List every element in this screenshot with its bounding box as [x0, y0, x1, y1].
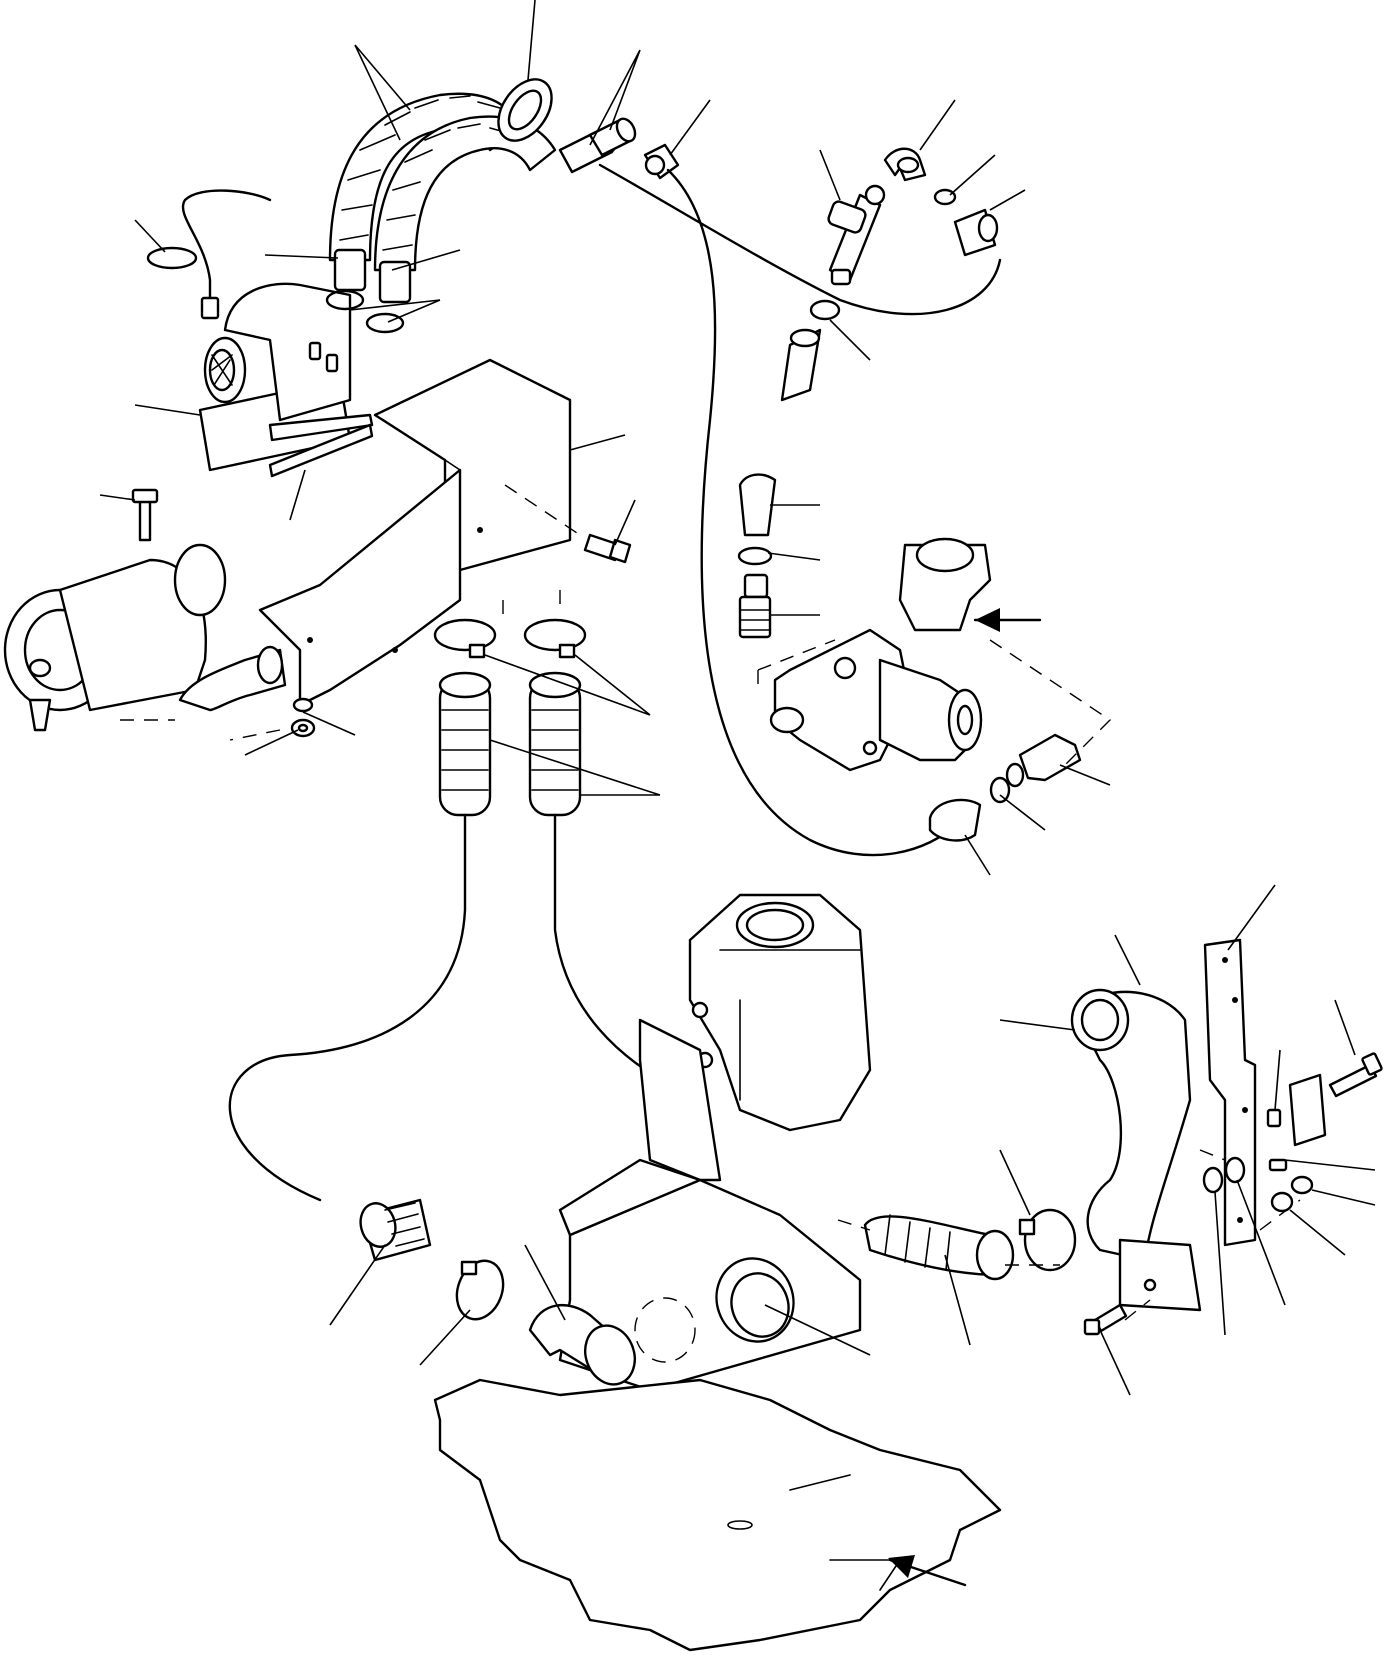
bolt-duct	[583, 533, 632, 564]
nut-washer-alternator	[290, 697, 316, 738]
hose-clip-upper-right	[933, 188, 999, 257]
harness-and-connector	[146, 189, 272, 320]
drain-tube	[666, 168, 957, 857]
hose-elbow-alternator	[178, 645, 287, 712]
view-arrow-floor	[888, 1555, 967, 1587]
grommet	[497, 78, 553, 142]
outlet-elbow-duct	[1070, 988, 1202, 1312]
view-arrow-pump	[973, 608, 1042, 632]
heater-duct-cover	[258, 358, 572, 707]
vent-tube	[598, 163, 1002, 316]
mounting-bracket	[1203, 938, 1257, 1247]
gasket-strip	[268, 423, 374, 478]
pump-nipple	[928, 733, 1082, 842]
cab-frame	[558, 1018, 862, 1392]
hose-nipple	[738, 573, 772, 639]
tee-fitting	[827, 184, 886, 286]
corrugated-hose-right	[863, 1214, 1015, 1281]
hose-clamps-duct	[433, 618, 587, 659]
guide-line-clamp	[502, 590, 561, 620]
flexible-duct-hoses	[438, 671, 582, 817]
hose-clip-tee	[780, 299, 841, 402]
hose-clips-heater	[325, 289, 405, 334]
guide-line-alt	[120, 660, 301, 741]
bolts-and-nuts-right	[1083, 1052, 1383, 1336]
duct-route-left	[228, 813, 467, 1202]
water-pump	[769, 537, 992, 772]
hose-clamp-lower	[455, 1259, 505, 1321]
guide-line-bolt	[504, 484, 581, 536]
hose-bend	[737, 473, 777, 566]
elbow-duct-lower	[528, 1303, 636, 1386]
callout-leaders	[99, 0, 1376, 1396]
guide-line	[757, 639, 1112, 771]
hose-connector-lower	[359, 1198, 432, 1262]
short-hose-pieces	[558, 117, 680, 180]
plate-tab	[1288, 1073, 1327, 1147]
alternator	[3, 488, 227, 732]
air-tank	[688, 893, 872, 1132]
duct-ring	[634, 1257, 795, 1363]
floor-plate	[433, 1378, 1002, 1652]
insulated-heater-hoses	[328, 92, 557, 304]
elbow-fitting	[883, 147, 927, 182]
hose-clamp-right	[1018, 1208, 1077, 1272]
guide-line-right	[837, 1149, 1301, 1321]
